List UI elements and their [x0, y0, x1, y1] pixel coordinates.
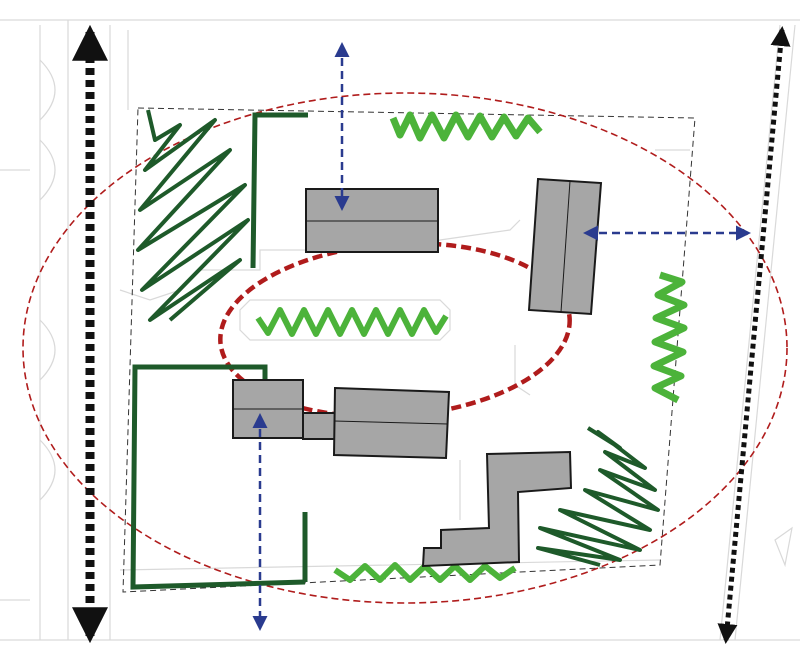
- building-stepped: [421, 450, 573, 568]
- building-north: [305, 188, 439, 253]
- hedge-scribble-west: [136, 109, 250, 322]
- building-south-center: [332, 386, 451, 460]
- street-arrows-east: [717, 26, 791, 644]
- site-boundary: [122, 107, 696, 593]
- hedge-lines: [130, 112, 308, 590]
- green-strip-south: [333, 562, 517, 583]
- building-east: [527, 177, 603, 316]
- street-arrow-east: [717, 26, 791, 644]
- hedge-scribble-southeast: [536, 426, 660, 567]
- green-strip-center: [255, 307, 449, 337]
- green-strip-east: [650, 271, 688, 404]
- building-southwest: [232, 379, 336, 440]
- buildings: [232, 177, 603, 568]
- green-strip-north: [389, 111, 543, 142]
